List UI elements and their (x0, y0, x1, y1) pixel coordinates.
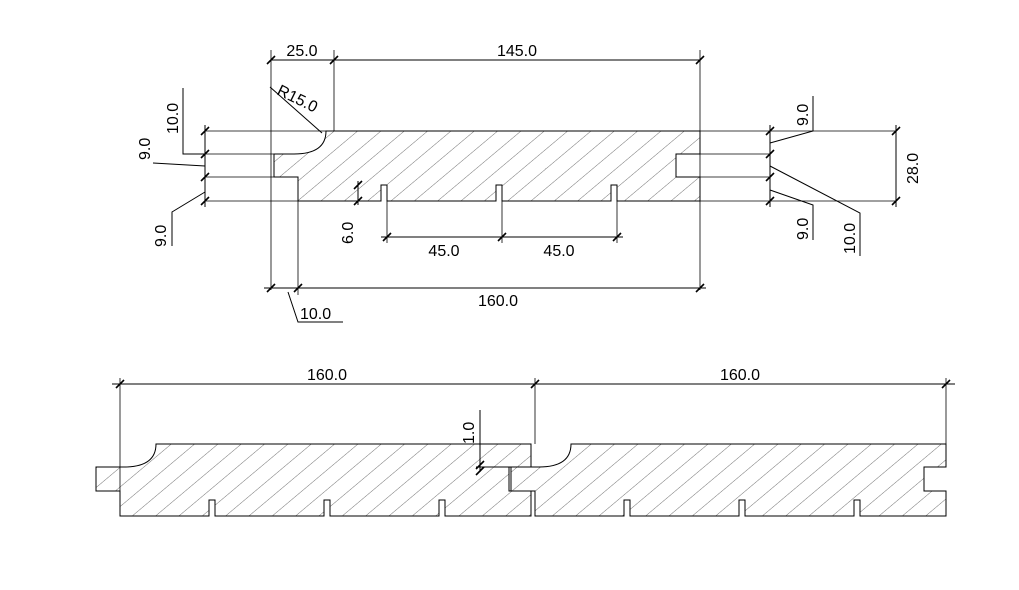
dim-right-10: 10.0 (842, 223, 859, 254)
dim-groove-45-a: 45.0 (428, 243, 459, 260)
dim-gap-1: 1.0 (461, 422, 478, 444)
dim-groove-6: 6.0 (340, 222, 357, 244)
board-profile-section (273, 130, 701, 202)
dim-145: 145.0 (497, 43, 537, 60)
dim-160-right: 160.0 (720, 367, 760, 384)
board-right-outline (510, 443, 947, 517)
board-profile-outline (273, 130, 701, 202)
dim-25: 25.0 (286, 43, 317, 60)
dim-left-10: 10.0 (165, 103, 182, 134)
dim-groove-45-b: 45.0 (543, 243, 574, 260)
dim-tongue-10: 10.0 (300, 306, 331, 323)
board-left-outline (95, 443, 532, 517)
dim-right-9-lower: 9.0 (795, 218, 812, 240)
dim-160-left: 160.0 (307, 367, 347, 384)
dim-160-top: 160.0 (478, 293, 518, 310)
dim-left-9-lower: 9.0 (153, 225, 170, 247)
joined-boards-section (95, 443, 947, 517)
bottom-view-dimensions: 160.0 160.0 1.0 (112, 367, 955, 516)
dim-left-9-upper: 9.0 (137, 138, 154, 160)
dim-thickness-28: 28.0 (905, 153, 922, 184)
dim-right-9-upper: 9.0 (795, 104, 812, 126)
